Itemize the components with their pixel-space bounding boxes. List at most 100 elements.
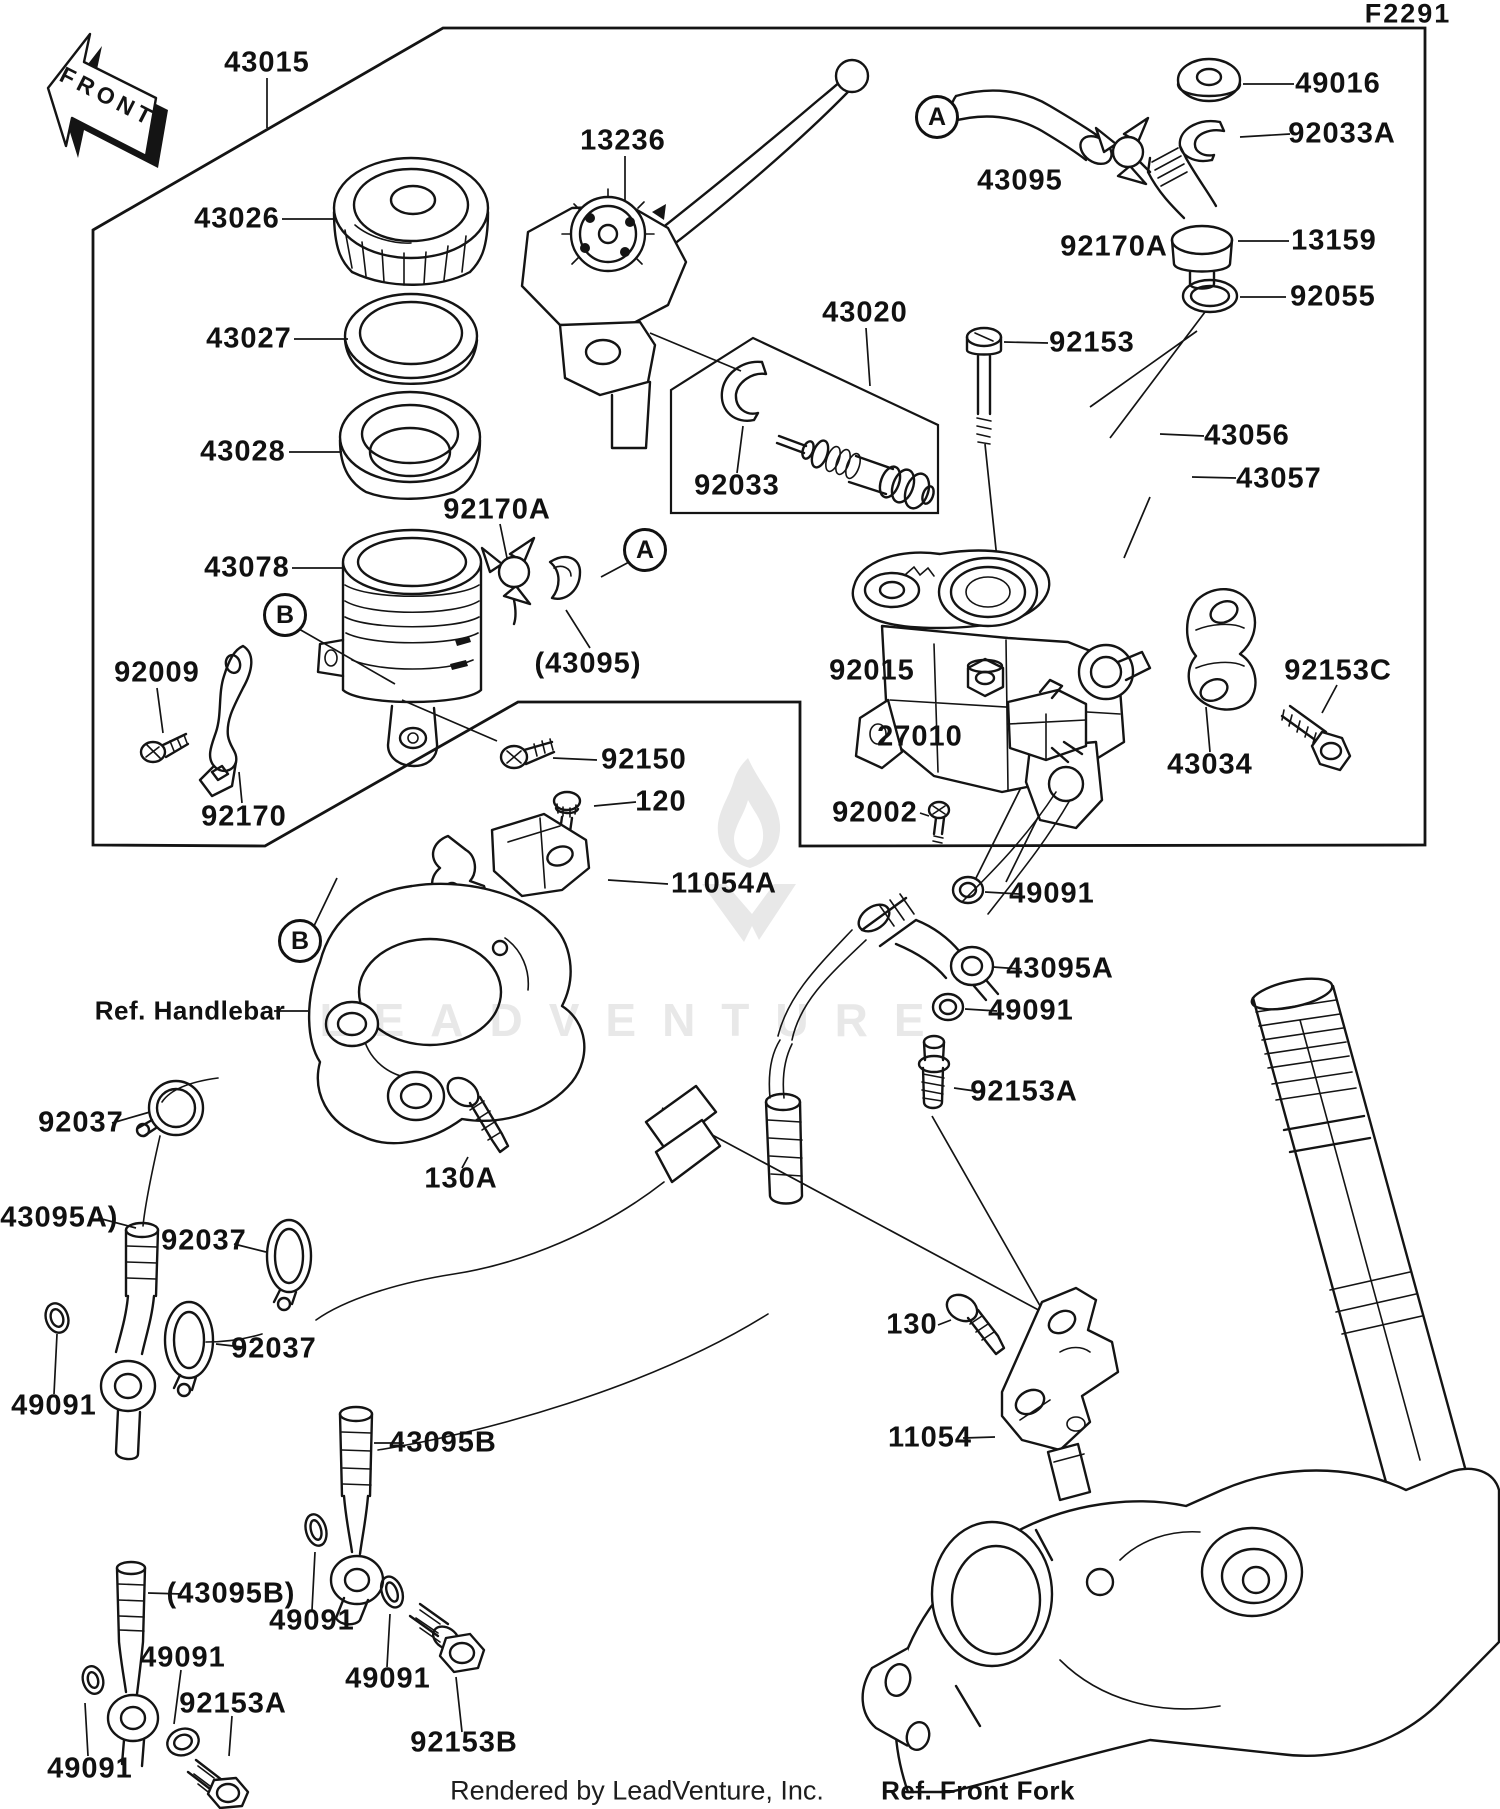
front-direction-arrow: FRONT: [46, 32, 168, 168]
label-49016: 49016: [1295, 67, 1381, 100]
label-43057: 43057: [1236, 462, 1322, 495]
label-27010: 27010: [877, 720, 963, 753]
label-43026: 43026: [194, 202, 280, 235]
label-43028: 43028: [200, 435, 286, 468]
bolt-92153C: [1280, 704, 1352, 772]
label-92015: 92015: [829, 654, 915, 687]
label-92002: 92002: [832, 796, 918, 829]
label-43095B-paren: (43095B): [166, 1577, 296, 1610]
washer-49091-g: [81, 1665, 105, 1695]
label-92037-1: 92037: [38, 1106, 124, 1139]
label-49091-f: 49091: [345, 1662, 431, 1695]
label-13236: 13236: [580, 124, 666, 157]
label-43056: 43056: [1204, 419, 1290, 452]
union-92170A-top: [1094, 116, 1152, 186]
label-92170A-left: 92170A: [443, 493, 551, 526]
label-92033: 92033: [694, 469, 780, 502]
lower-triple-clamp: [861, 1467, 1500, 1794]
hose-43095A-lower: [99, 1221, 160, 1461]
master-cylinder-body: [851, 549, 1152, 830]
washer-49016: [1176, 57, 1242, 103]
snapring-92033: [720, 360, 768, 422]
hose-routes: [142, 1077, 769, 1451]
label-figure-code: F2291: [1364, 0, 1452, 29]
plunger-assembly: [775, 434, 935, 510]
washer-49091-c: [44, 1302, 70, 1334]
ring-49091-b: [931, 992, 965, 1022]
main-group-box: [91, 26, 1427, 848]
label-130A: 130A: [424, 1162, 498, 1195]
label-92055: 92055: [1290, 280, 1376, 313]
plunger-group-box: [669, 336, 940, 515]
reservoir-body: [316, 528, 483, 768]
label-footer-credit: Rendered by LeadVenture, Inc.: [450, 1775, 824, 1806]
reservoir-clamp-92170: [198, 644, 253, 798]
label-43020: 43020: [822, 296, 908, 329]
label-43078: 43078: [204, 551, 290, 584]
label-92170: 92170: [201, 800, 287, 833]
label-92037-3: 92037: [231, 1332, 317, 1365]
label-92009: 92009: [114, 656, 200, 689]
label-43015: 43015: [224, 46, 310, 79]
hose-guide-block: [644, 1084, 722, 1184]
marker-b-bottom: B: [278, 919, 322, 963]
brake-lever: [520, 58, 870, 450]
marker-b-top: B: [263, 593, 307, 637]
clamp-92037-2: [265, 1218, 313, 1312]
diaphragm-plate: [343, 292, 479, 385]
label-11054: 11054: [887, 1421, 973, 1454]
handlebar-holder: [307, 882, 586, 1145]
label-92150: 92150: [601, 743, 687, 776]
label-43095-paren: (43095): [534, 647, 642, 680]
hose-43095B: [329, 1405, 385, 1626]
ring-49091-a: [951, 875, 985, 905]
label-130: 130: [886, 1308, 938, 1341]
label-92153: 92153: [1049, 326, 1135, 359]
reservoir-cap: [332, 156, 490, 286]
label-92153A-left: 92153A: [179, 1687, 287, 1720]
label-92153A-right: 92153A: [970, 1075, 1078, 1108]
hose-43095A: [768, 791, 1071, 1099]
label-49091-b: 49091: [988, 994, 1074, 1027]
bolt-92153A-left: [186, 1758, 250, 1809]
union-92170A-left: [480, 536, 536, 626]
label-ref-front-fork: Ref. Front Fork: [881, 1775, 1075, 1806]
label-49091-g: 49091: [47, 1752, 133, 1785]
label-43095A-paren: (43095A): [0, 1201, 119, 1234]
hose-fitting-mid: [764, 1092, 804, 1205]
hose-43095B-lower: [106, 1560, 160, 1768]
clamp-92037-3: [163, 1300, 215, 1398]
switch-27010: [1006, 678, 1088, 764]
bracket-11054: [1000, 1286, 1120, 1502]
bolt-92153B: [408, 1602, 486, 1674]
washer-49091-f: [379, 1575, 405, 1609]
clamp-43034: [1185, 587, 1257, 711]
label-92153B: 92153B: [410, 1726, 518, 1759]
screw-92009: [139, 732, 190, 764]
marker-a-top: A: [915, 95, 959, 139]
clamp-half-43095: [548, 555, 582, 600]
washer-49091-d: [304, 1513, 328, 1547]
label-ref-handlebar: Ref. Handlebar: [94, 995, 286, 1026]
label-49091-e: 49091: [140, 1641, 226, 1674]
label-43034: 43034: [1167, 748, 1253, 781]
label-120: 120: [635, 785, 687, 818]
label-13159: 13159: [1291, 224, 1377, 257]
label-43095B: 43095B: [389, 1426, 497, 1459]
label-11054A: 11054A: [671, 867, 777, 900]
bolt-130A: [446, 1076, 510, 1154]
snapring-92033A: [1178, 119, 1226, 163]
nut-92015: [966, 657, 1005, 698]
label-92170A-top: 92170A: [1060, 230, 1168, 263]
label-43095: 43095: [977, 164, 1063, 197]
joint-13159: [1146, 144, 1234, 290]
label-92153C: 92153C: [1284, 654, 1392, 687]
washer-49091-e: [166, 1727, 200, 1757]
label-92033A: 92033A: [1288, 117, 1396, 150]
bolt-130: [945, 1293, 1006, 1356]
label-92037-2: 92037: [161, 1224, 247, 1257]
bolt-92153A-right: [917, 1034, 951, 1110]
